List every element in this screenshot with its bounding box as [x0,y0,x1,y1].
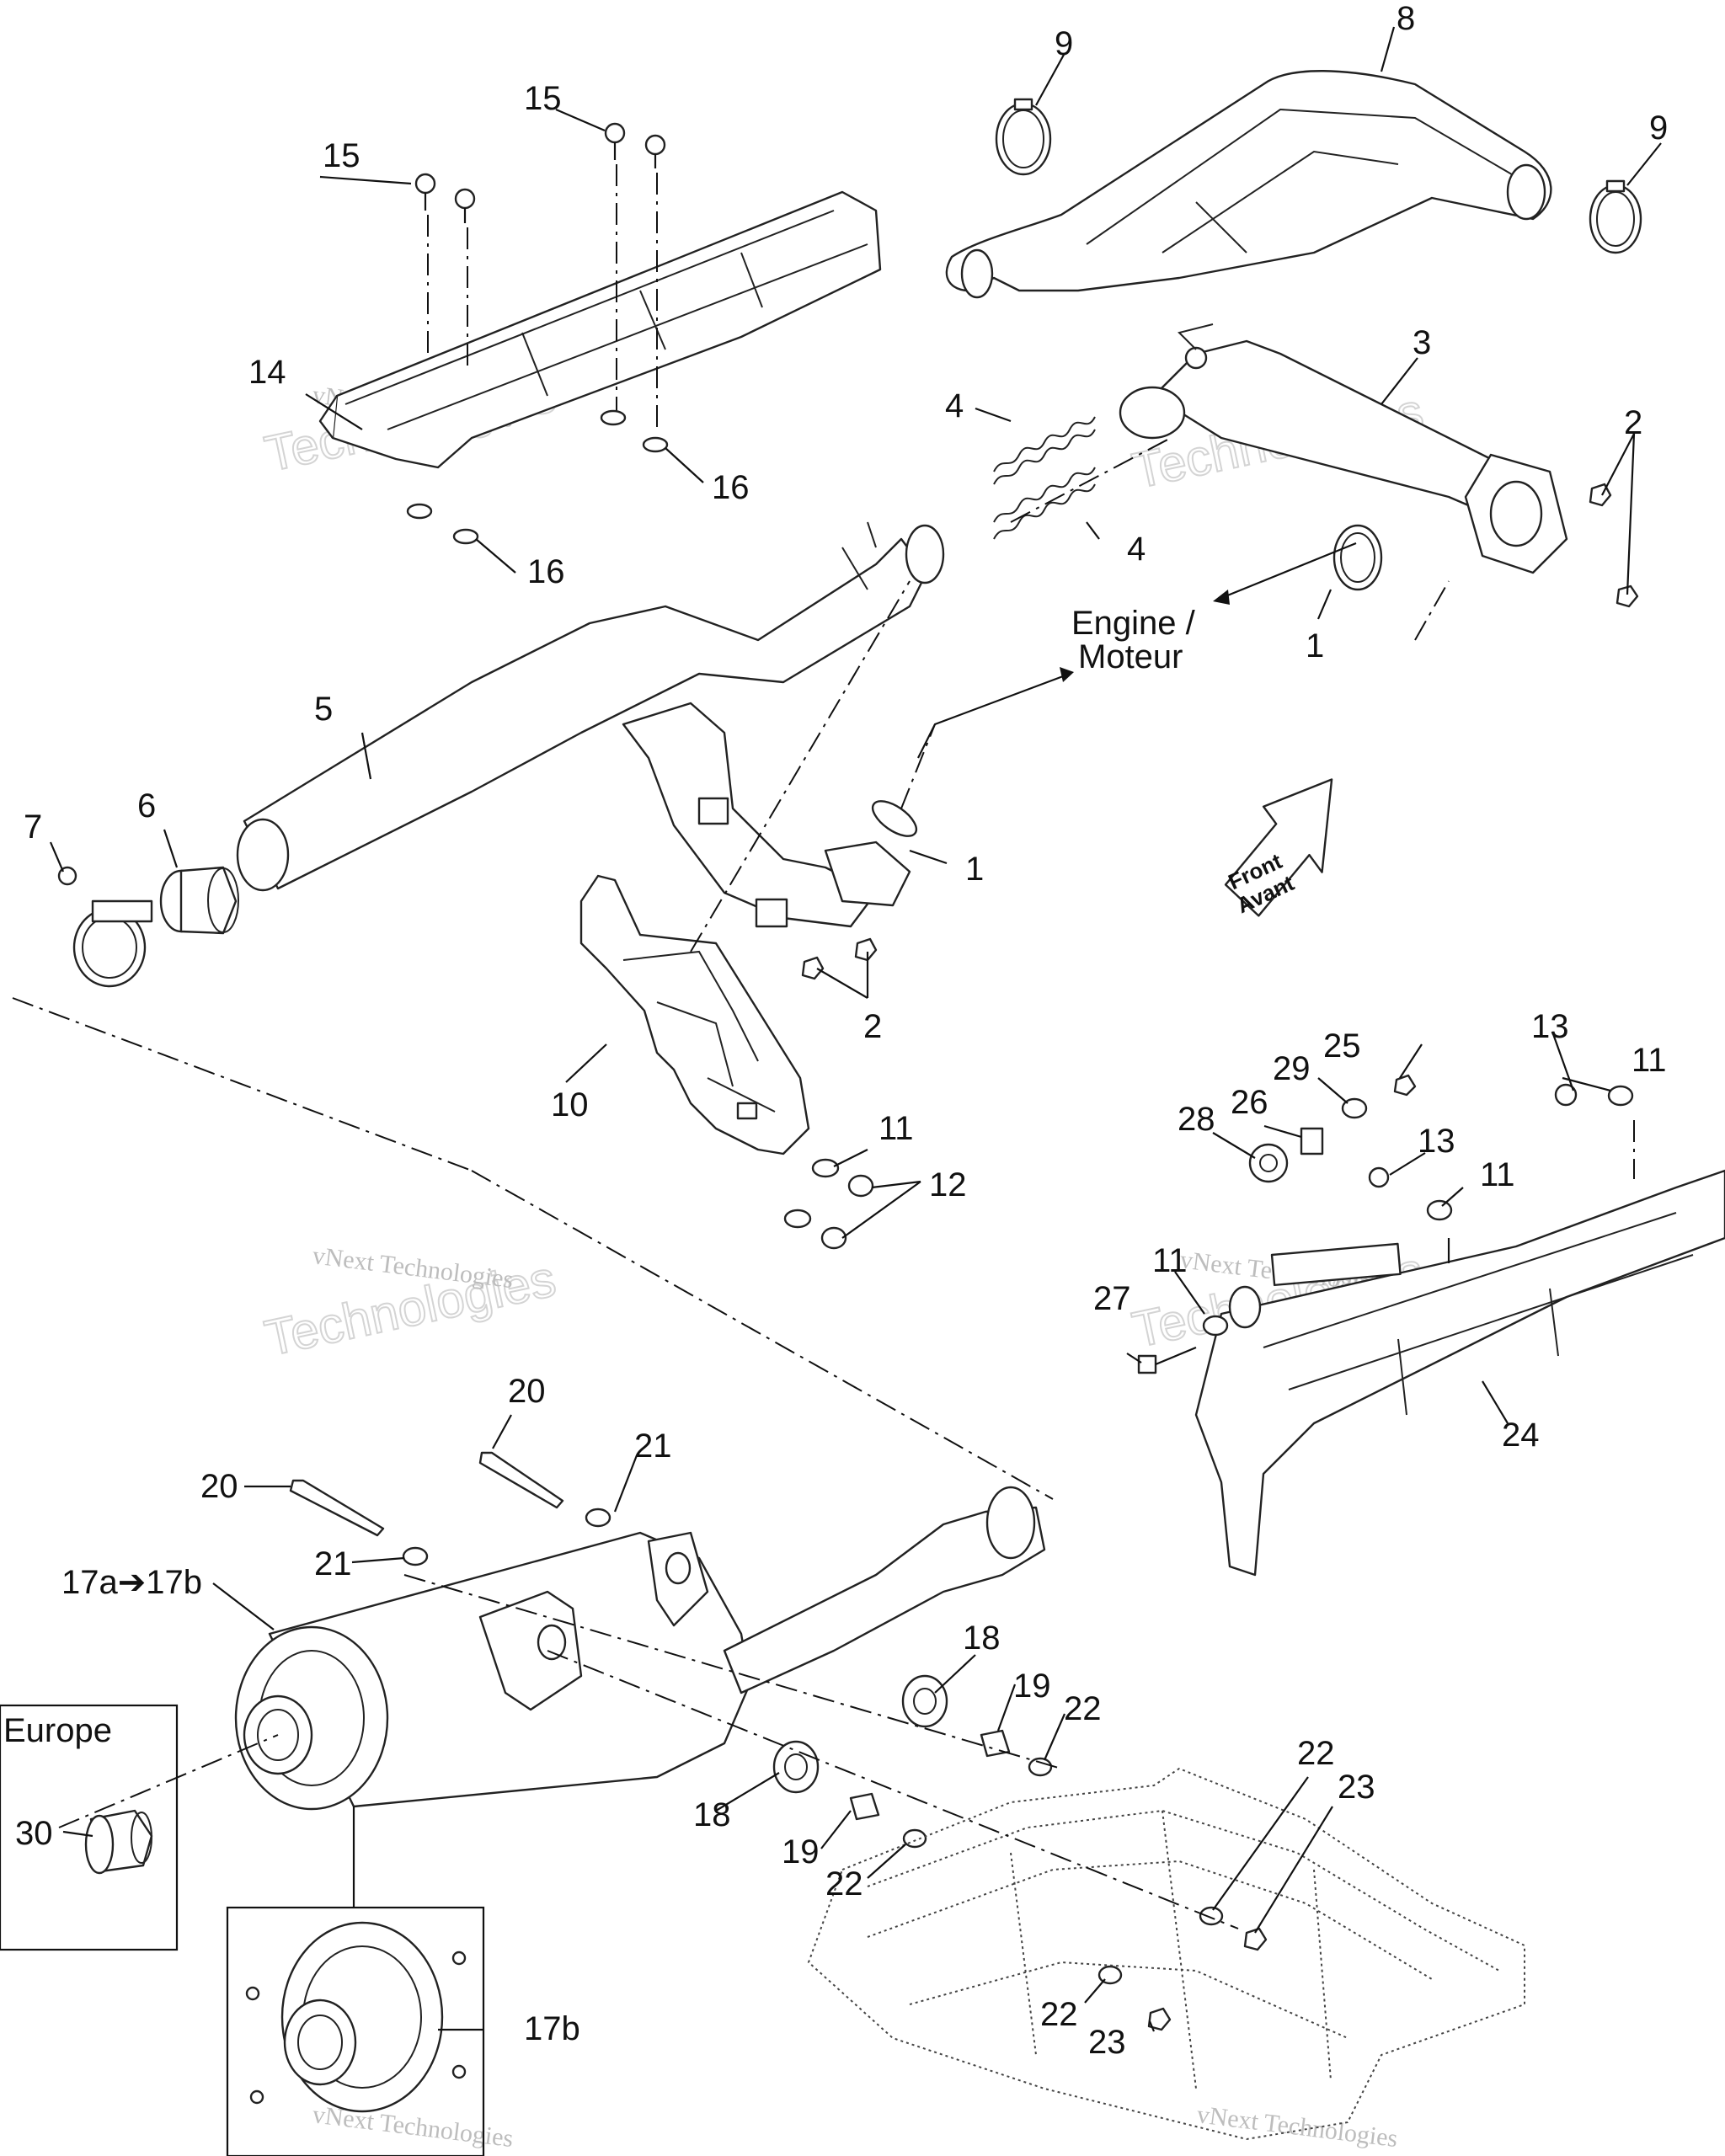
label-11: 11 [1632,1042,1667,1079]
label-21: 21 [634,1428,672,1465]
label-18: 18 [963,1620,1001,1657]
label-23: 23 [1338,1769,1375,1806]
exhaust-pipe-3[interactable] [1119,323,1568,574]
fasteners-11-12 [783,1158,874,1250]
label-22: 22 [1064,1690,1102,1727]
heat-shield-10[interactable] [579,874,810,1155]
label-20: 20 [508,1373,546,1410]
label-18: 18 [693,1796,731,1833]
part-number-labels: 9 8 9 15 15 14 16 16 3 2 4 4 1 5 6 7 1 2… [15,0,1668,2061]
label-9: 9 [1649,109,1668,147]
label-12: 12 [929,1166,967,1203]
label-6: 6 [137,787,156,825]
front-direction-arrow: Front Avant [1225,778,1333,918]
label-19: 19 [782,1833,820,1870]
gasket-1-lower [871,800,918,837]
label-13: 13 [1418,1123,1455,1160]
engine-label-line1: Engine / [1071,605,1196,642]
label-25: 25 [1323,1027,1361,1065]
chassis-frame [807,1767,1525,2141]
tail-pipe-8[interactable] [945,70,1552,299]
label-14: 14 [248,354,286,391]
hardware-24-group [1137,1074,1634,1374]
leader-lines [12,26,1662,2032]
watermark-small: vNext Technologies [1195,2100,1399,2153]
muffler-17[interactable] [234,1486,1046,1811]
springs-4 [993,416,1096,540]
label-1: 1 [965,851,984,888]
bolts-20-washers-21 [289,1451,611,1566]
label-16: 16 [527,553,565,590]
label-4: 4 [945,387,964,424]
heat-shield-24[interactable] [1194,1169,1725,1577]
label-20: 20 [200,1468,238,1505]
label-22: 22 [825,1865,863,1903]
clamps-9 [995,98,1642,254]
label-22: 22 [1040,1996,1078,2033]
label-2: 2 [1624,404,1642,441]
europe-title: Europe [3,1712,112,1749]
label-11: 11 [1480,1156,1515,1193]
mounting-hardware-18-23 [772,1674,1268,2031]
label-15: 15 [524,80,562,117]
europe-variant-box: Europe [0,1704,179,1951]
clamp-7 [57,866,153,988]
label-15: 15 [323,137,360,174]
label-17b: 17b [524,2010,580,2047]
label-7: 7 [24,808,42,846]
label-30: 30 [15,1815,53,1852]
label-5: 5 [314,691,333,728]
label-28: 28 [1178,1101,1215,1138]
label-4: 4 [1127,531,1146,568]
label-24: 24 [1502,1417,1540,1454]
label-10: 10 [551,1086,589,1123]
label-19: 19 [1013,1668,1051,1705]
heat-shield-upper[interactable] [318,190,882,469]
label-8: 8 [1397,0,1415,37]
label-26: 26 [1231,1084,1268,1121]
label-23: 23 [1088,2024,1126,2061]
nuts-2-lower [801,937,878,980]
engine-callout: Engine / Moteur [1071,605,1196,675]
gasket-1-upper [1332,524,1383,591]
label-11: 11 [879,1110,914,1147]
washers-16 [406,409,669,545]
label-17ab: 17a➔17b [61,1564,202,1601]
rivets-15 [414,122,666,430]
label-27: 27 [1093,1280,1131,1317]
sleeve-6 [159,866,239,935]
detail-17b-box [226,1906,485,2156]
label-16: 16 [712,469,750,506]
label-1: 1 [1306,627,1324,664]
label-11: 11 [1152,1242,1188,1279]
label-9: 9 [1055,25,1073,62]
label-21: 21 [314,1545,352,1582]
label-3: 3 [1413,324,1431,361]
label-13: 13 [1531,1008,1569,1045]
label-2: 2 [863,1008,882,1045]
label-29: 29 [1273,1050,1311,1087]
engine-label-line2: Moteur [1078,638,1183,675]
exhaust-pipe-5[interactable] [236,521,945,928]
label-22: 22 [1297,1735,1335,1772]
